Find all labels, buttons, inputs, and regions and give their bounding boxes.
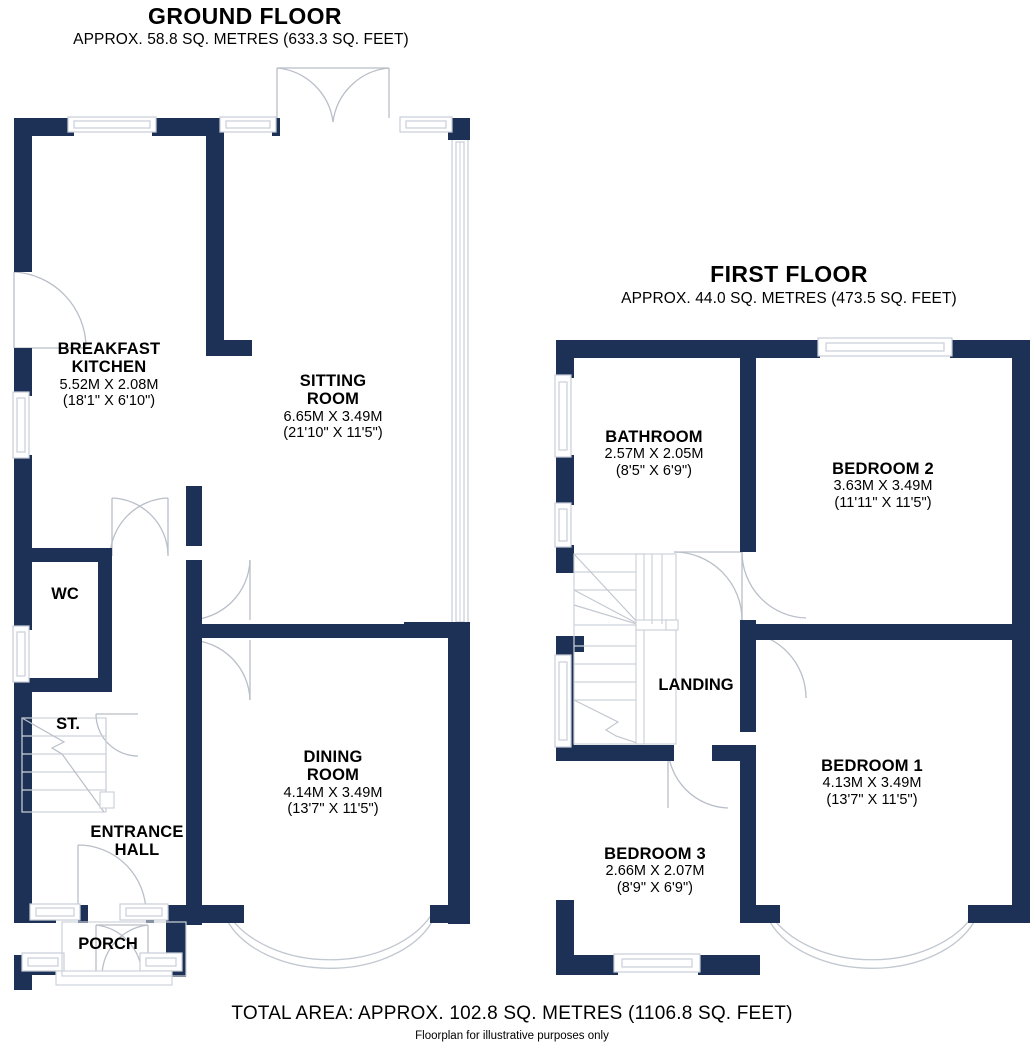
- room-dims-imperial: (13'7" X 11'5"): [826, 791, 918, 808]
- room-name-line1: BEDROOM 3: [604, 845, 706, 863]
- room-dims-metric: 3.63M X 3.49M: [833, 478, 933, 495]
- room-dims-imperial: (8'9" X 6'9"): [616, 879, 694, 896]
- room-name-line1: WC: [51, 585, 79, 603]
- room-label-breakfast-kitchen: BREAKFAST KITCHEN 5.52M X 2.08M (18'1" X…: [58, 340, 161, 409]
- sitting-room-side-window: [451, 133, 469, 631]
- room-dims-metric: 4.14M X 3.49M: [283, 784, 383, 801]
- room-dims-metric: 4.13M X 3.49M: [822, 775, 922, 792]
- room-name-line1: PORCH: [78, 935, 138, 953]
- room-dims-imperial: (21'10" X 11'5"): [283, 425, 383, 442]
- first-floor-subtitle: APPROX. 44.0 SQ. METRES (473.5 SQ. FEET): [621, 290, 957, 307]
- room-label-storage: ST.: [56, 715, 80, 733]
- room-name-line1: BREAKFAST: [57, 340, 161, 358]
- room-label-sitting-room: SITTING ROOM 6.65M X 3.49M (21'10" X 11'…: [283, 372, 382, 441]
- room-name-line2: ROOM: [306, 390, 360, 409]
- room-dims-imperial: (18'1" X 6'10"): [62, 393, 156, 410]
- ground-floor-staircase: [21, 717, 115, 813]
- first-floor-plan: [554, 337, 1030, 975]
- dining-bay-window: [227, 913, 433, 969]
- ground-floor-windows: [12, 116, 453, 986]
- room-name-line1: LANDING: [658, 676, 734, 694]
- ground-floor-subtitle: APPROX. 58.8 SQ. METRES (633.3 SQ. FEET): [73, 31, 409, 48]
- bedroom1-bay-window: [769, 913, 975, 969]
- room-label-bathroom: BATHROOM 2.57M X 2.05M (8'5" X 6'9"): [605, 428, 704, 479]
- room-name-line1: BEDROOM 2: [832, 460, 934, 478]
- room-dims-imperial: (11'11" X 11'5"): [834, 494, 932, 511]
- disclaimer-label: Floorplan for illustrative purposes only: [415, 1030, 609, 1042]
- room-name-line1: DINING: [303, 748, 363, 766]
- ground-floor-title: GROUND FLOOR: [148, 3, 342, 29]
- porch-outline: [61, 921, 187, 977]
- room-label-bedroom-2: BEDROOM 2 3.63M X 3.49M (11'11" X 11'5"): [832, 460, 934, 511]
- room-label-bedroom-3: BEDROOM 3 2.66M X 2.07M (8'9" X 6'9"): [604, 845, 706, 896]
- room-dims-imperial: (8'5" X 6'9"): [615, 462, 693, 479]
- room-dims-imperial: (13'7" X 11'5"): [287, 801, 379, 818]
- room-name-line1: BATHROOM: [605, 428, 703, 446]
- room-label-dining-room: DINING ROOM 4.14M X 3.49M (13'7" X 11'5"…: [284, 748, 383, 817]
- ground-floor-walls: [14, 118, 470, 990]
- room-name-line1: SITTING: [299, 372, 367, 390]
- room-dims-metric: 2.57M X 2.05M: [604, 446, 704, 463]
- room-dims-metric: 6.65M X 3.49M: [283, 408, 383, 425]
- room-name-line1: BEDROOM 1: [821, 757, 923, 775]
- first-floor-windows: [554, 337, 953, 973]
- first-floor-title: FIRST FLOOR: [710, 261, 868, 287]
- room-name-line2: HALL: [114, 841, 160, 860]
- room-name-line1: ENTRANCE: [90, 823, 184, 841]
- room-name-line1: ST.: [56, 715, 80, 733]
- room-label-landing: LANDING: [658, 676, 733, 694]
- room-label-entrance-hall: ENTRANCE HALL: [90, 823, 183, 860]
- room-name-line2: ROOM: [306, 766, 360, 785]
- room-name-line2: KITCHEN: [71, 358, 147, 377]
- room-dims-metric: 5.52M X 2.08M: [59, 376, 159, 393]
- first-floor-staircase: [573, 553, 679, 745]
- first-floor-walls: [556, 340, 1030, 975]
- room-dims-metric: 2.66M X 2.07M: [605, 863, 705, 880]
- room-label-porch: PORCH: [78, 935, 138, 953]
- room-label-wc: WC: [51, 585, 79, 603]
- room-label-bedroom-1: BEDROOM 1 4.13M X 3.49M (13'7" X 11'5"): [821, 757, 923, 808]
- total-area-label: TOTAL AREA: APPROX. 102.8 SQ. METRES (11…: [231, 1003, 793, 1024]
- ground-floor-plan: [12, 67, 470, 990]
